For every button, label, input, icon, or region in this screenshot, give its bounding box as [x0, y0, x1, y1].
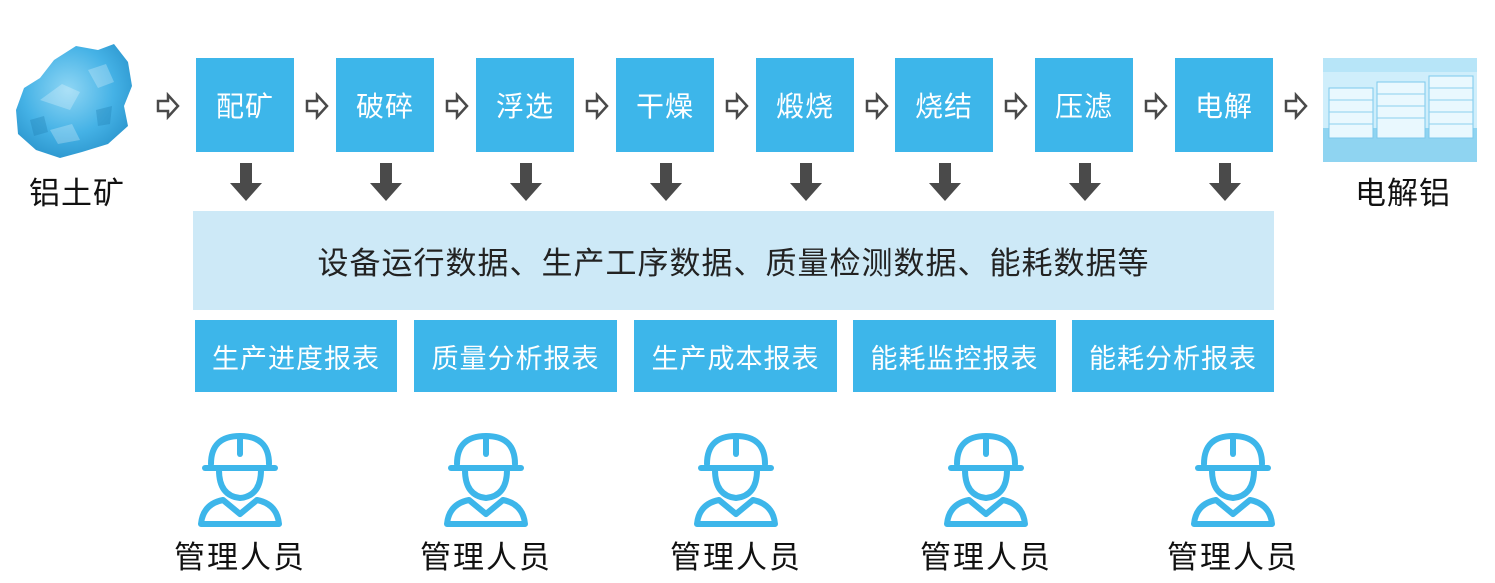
- worker-helmet-icon: [198, 433, 282, 527]
- step-posui: 破碎: [336, 58, 434, 152]
- down-arrow-icon: [510, 163, 542, 201]
- worker-helmet-icon: [1191, 433, 1275, 527]
- manager-label: 管理人员: [670, 540, 802, 576]
- down-arrow-icon: [370, 163, 402, 201]
- step-duanshao: 煅烧: [756, 58, 854, 152]
- flow-arrow-icon: [305, 92, 329, 120]
- output-material-label: 电解铝: [1355, 176, 1451, 212]
- flow-arrow-icon: [865, 92, 889, 120]
- flow-arrow-icon: [1144, 92, 1168, 120]
- bauxite-ore-icon: [16, 44, 132, 158]
- worker-helmet-icon: [944, 433, 1028, 527]
- step-yalv: 压滤: [1035, 58, 1133, 152]
- report-energy-analysis: 能耗分析报表: [1072, 320, 1274, 392]
- flow-arrow-icon: [1004, 92, 1028, 120]
- down-arrow-icon: [790, 163, 822, 201]
- report-production-progress: 生产进度报表: [195, 320, 397, 392]
- down-arrow-icon: [230, 163, 262, 201]
- down-arrow-icon: [1209, 163, 1241, 201]
- data-collection-band: 设备运行数据、生产工序数据、质量检测数据、能耗数据等: [193, 211, 1274, 310]
- down-arrow-icon: [929, 163, 961, 201]
- worker-helmet-icon: [694, 433, 778, 527]
- flow-arrow-icon: [156, 92, 180, 120]
- report-production-cost: 生产成本报表: [634, 320, 837, 392]
- step-shaojie: 烧结: [895, 58, 993, 152]
- manager-label: 管理人员: [174, 540, 306, 576]
- flow-arrow-icon: [1284, 92, 1308, 120]
- report-energy-monitoring: 能耗监控报表: [853, 320, 1056, 392]
- flow-arrow-icon: [725, 92, 749, 120]
- report-quality-analysis: 质量分析报表: [414, 320, 617, 392]
- flow-arrow-icon: [585, 92, 609, 120]
- step-dianjie: 电解: [1175, 58, 1273, 152]
- down-arrow-icon: [1069, 163, 1101, 201]
- step-ganzao: 干燥: [616, 58, 714, 152]
- step-peikuang: 配矿: [196, 58, 294, 152]
- down-arrow-icon: [650, 163, 682, 201]
- worker-helmet-icon: [444, 433, 528, 527]
- manager-label: 管理人员: [1167, 540, 1299, 576]
- manager-label: 管理人员: [420, 540, 552, 576]
- flow-arrow-icon: [445, 92, 469, 120]
- aluminum-ingot-stack-icon: [1323, 58, 1477, 162]
- step-fuxuan: 浮选: [476, 58, 574, 152]
- manager-label: 管理人员: [920, 540, 1052, 576]
- input-material-label: 铝土矿: [29, 176, 125, 212]
